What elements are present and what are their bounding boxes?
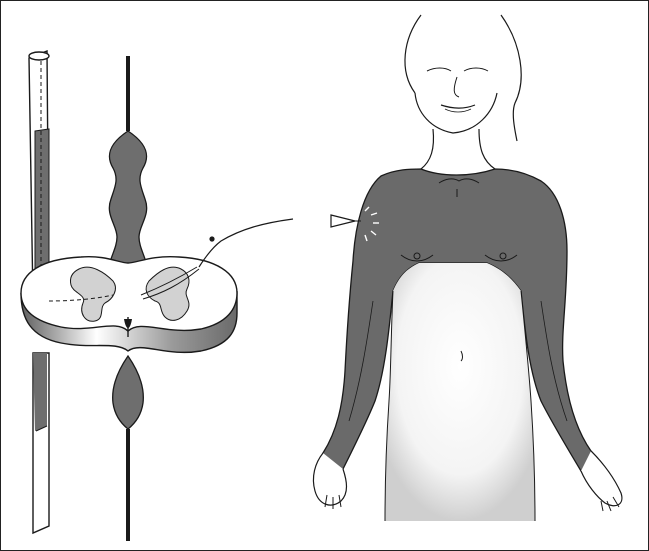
spinal-segment-icon	[21, 257, 237, 353]
nerve-fiber-icon	[199, 219, 293, 267]
human-torso-icon	[313, 15, 621, 521]
lower-column-icon	[113, 356, 144, 541]
